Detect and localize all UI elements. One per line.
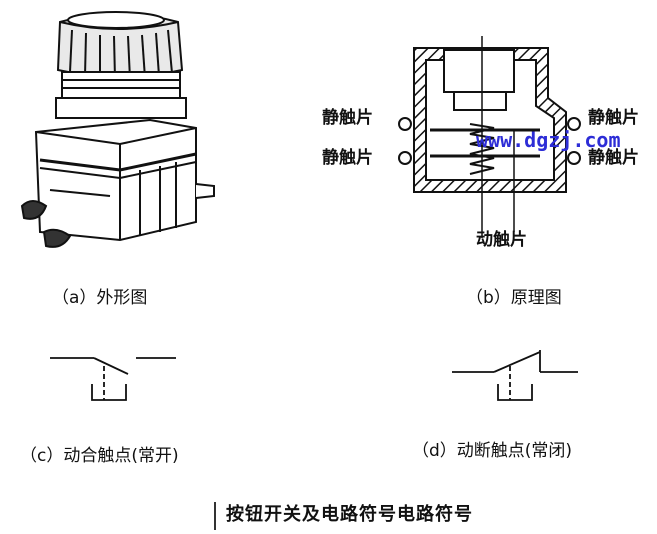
caption-a: （a）外形图 [52,288,148,308]
push-button-base-body [20,118,215,248]
watermark-text: www.dgzj.com [476,128,621,152]
push-button-cap [56,11,184,80]
title-divider [214,502,216,530]
caption-d: （d）动断触点(常闭) [412,441,573,461]
figure-title: 按钮开关及电路符号电路符号 [226,504,473,525]
caption-c: （c）动合触点(常开) [20,446,179,466]
label-static-contact-right-top: 静触片 [588,108,639,128]
static-contact-terminals [398,117,581,165]
contact-spring [469,123,495,175]
label-static-contact-right-bottom: 静触片 [588,148,639,168]
label-static-contact-left-bottom: 静触片 [322,148,373,168]
push-button-collar [55,71,187,119]
plunger [443,36,515,238]
caption-b: （b）原理图 [466,288,562,308]
moving-contact-bar [430,128,540,232]
label-static-contact-left-top: 静触片 [322,108,373,128]
label-moving-contact: 动触片 [476,230,527,250]
